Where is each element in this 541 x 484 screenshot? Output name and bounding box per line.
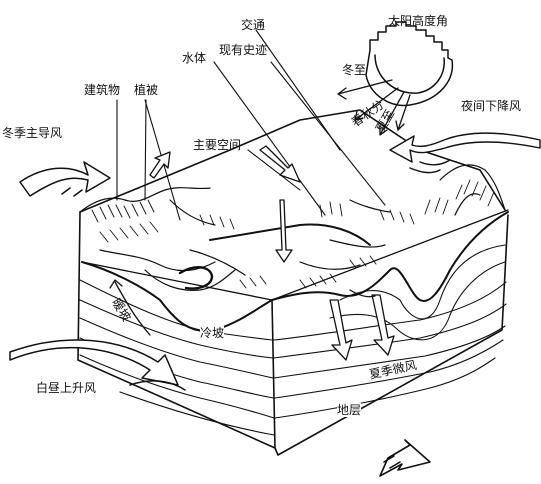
sun-icon (363, 21, 457, 107)
surface-texture (91, 179, 495, 289)
strata-right-face (273, 244, 507, 419)
summer-breeze-arrows (329, 289, 395, 361)
label-night-wind: 夜间下降风 (461, 99, 522, 113)
valley-air-arrows (149, 145, 301, 263)
sun-angle-arrows (337, 79, 411, 136)
label-traffic: 交通 (241, 18, 266, 32)
pointer-lines (116, 29, 386, 221)
label-water: 水体 (182, 51, 207, 65)
label-winter-wind: 冬季主导风 (2, 126, 63, 140)
night-wind-arrows (389, 132, 541, 174)
bottom-arrow-icon (379, 439, 431, 477)
valley-profile (81, 211, 509, 332)
label-main-space: 主要空间 (193, 138, 242, 152)
label-cold-slope: 冷坡 (200, 326, 225, 340)
label-strata: 地层 (337, 403, 362, 417)
label-vegetation: 植被 (134, 83, 159, 97)
day-wind-arrow-icon (9, 339, 186, 391)
label-sun-angle: 太阳高度角 (388, 14, 449, 28)
label-buildings: 建筑物 (84, 83, 121, 97)
terrain-surface (79, 164, 506, 291)
label-winter: 冬至 (342, 63, 367, 77)
label-day-wind: 白昼上升风 (36, 381, 97, 395)
wind-arrow-icon (19, 161, 111, 197)
label-historic: 现有史迹 (219, 43, 268, 57)
warm-slope-arrow (109, 279, 151, 336)
